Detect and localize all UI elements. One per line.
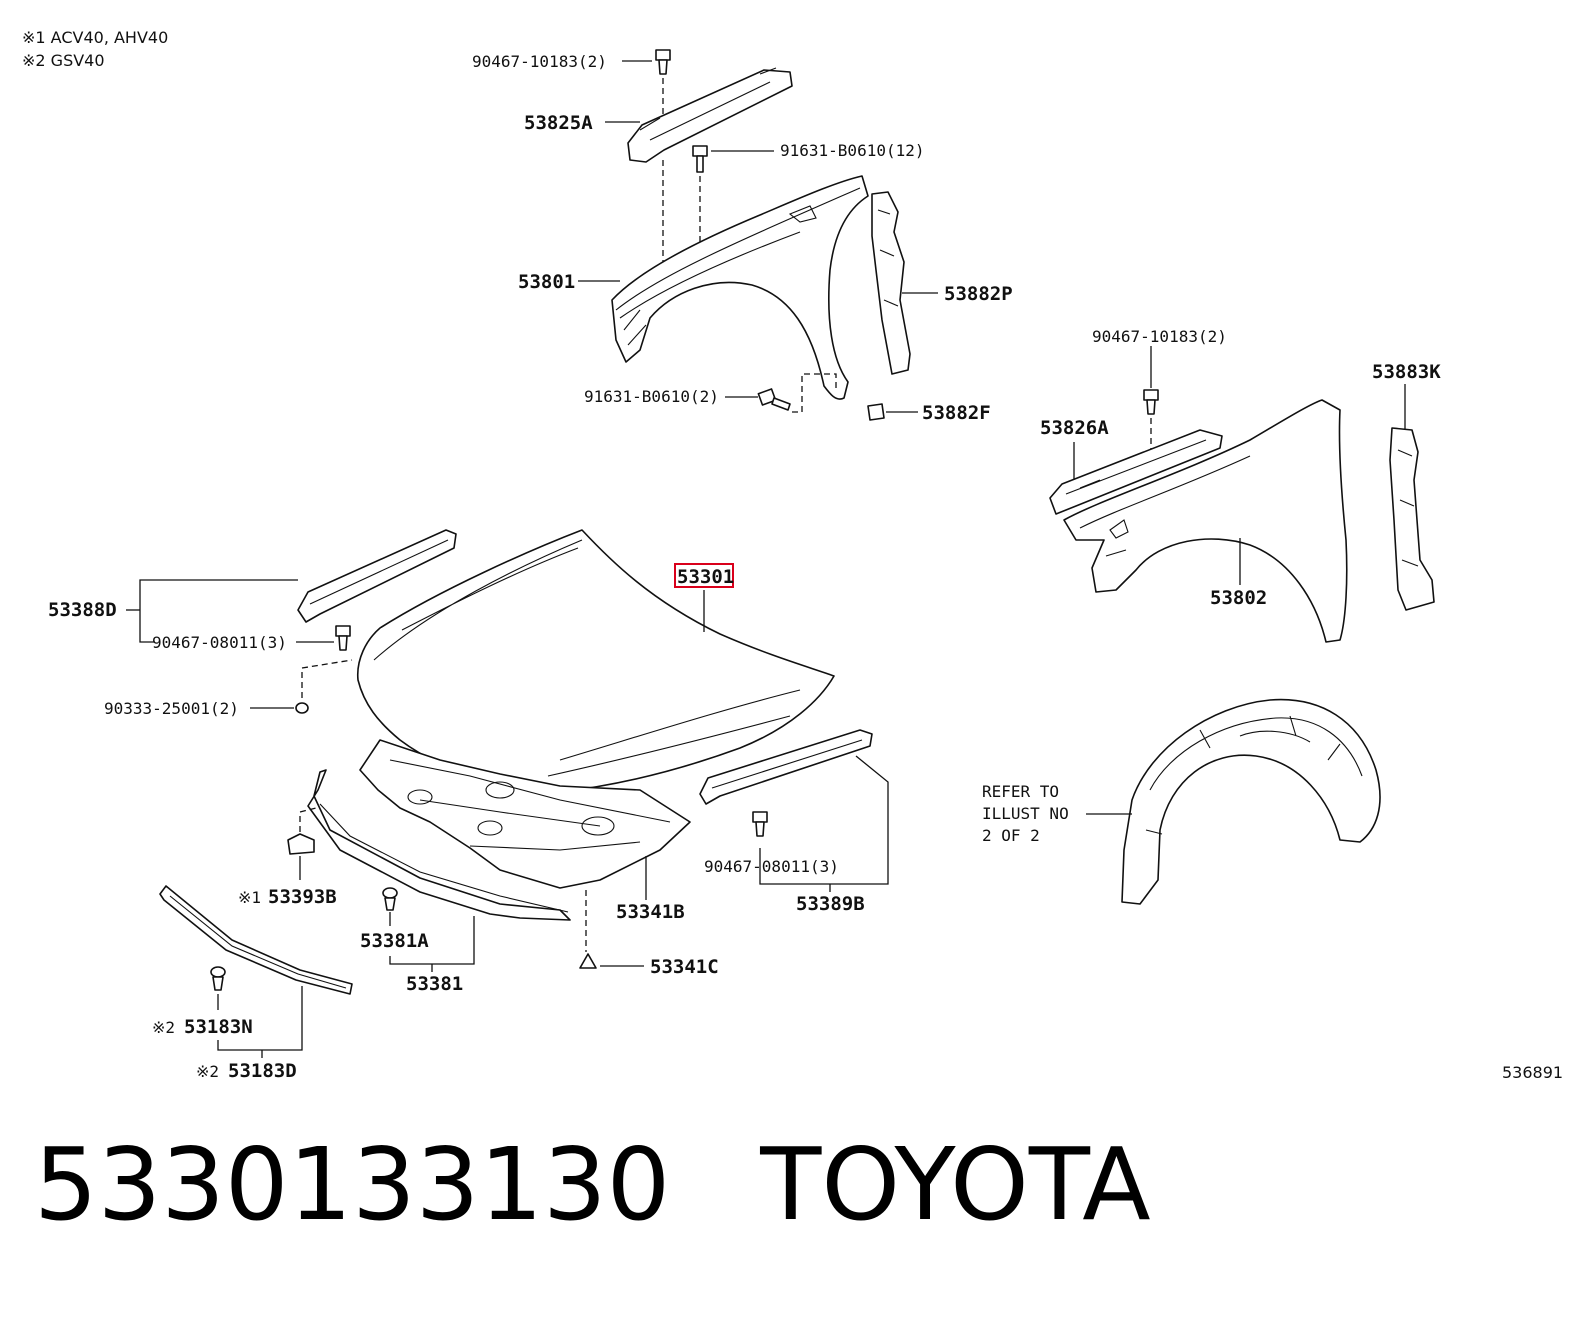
part-fender-liner bbox=[1121, 698, 1381, 905]
label-refer-line-1: REFER TO bbox=[982, 782, 1059, 801]
part-53801-fender-rh bbox=[611, 175, 869, 400]
label-refer-line-2: ILLUST NO bbox=[982, 804, 1069, 823]
label-90467-08011-mid: 90467-08011(3) bbox=[704, 857, 839, 876]
bolt-part-top bbox=[692, 145, 708, 173]
part-53882P-seal bbox=[871, 191, 911, 375]
label-53183N: 53183N bbox=[184, 1016, 253, 1038]
label-53393B: 53393B bbox=[268, 886, 337, 908]
label-91631-B0610-12: 91631-B0610(12) bbox=[780, 141, 925, 160]
label-mark2b: ※2 bbox=[196, 1062, 219, 1081]
label-refer-line-3: 2 OF 2 bbox=[982, 826, 1040, 845]
label-53882F: 53882F bbox=[922, 402, 991, 424]
label-53388D: 53388D bbox=[48, 599, 117, 621]
note-model-1: ※1 ACV40, AHV40 bbox=[22, 28, 168, 47]
part-53883K-seal bbox=[1389, 427, 1435, 611]
label-53183D: 53183D bbox=[228, 1060, 297, 1082]
label-90467-08011-left: 90467-08011(3) bbox=[152, 633, 287, 652]
bolt-part-lower bbox=[757, 388, 791, 411]
leader-53183D bbox=[217, 986, 303, 1051]
label-mark1: ※1 bbox=[238, 888, 261, 907]
label-53825A: 53825A bbox=[524, 112, 593, 134]
clip-part-53381A bbox=[382, 887, 398, 911]
label-53826A: 53826A bbox=[1040, 417, 1109, 439]
highlight-53301 bbox=[674, 563, 734, 588]
clip-part-53183N bbox=[210, 966, 226, 991]
leader-53388D bbox=[139, 579, 298, 643]
label-53801: 53801 bbox=[518, 271, 575, 293]
label-53389B: 53389B bbox=[796, 893, 865, 915]
part-53393B-bracket bbox=[287, 833, 315, 855]
label-53341C: 53341C bbox=[650, 956, 719, 978]
label-53341B: 53341B bbox=[616, 901, 685, 923]
part-53388D-seal bbox=[297, 529, 457, 623]
label-53381A: 53381A bbox=[360, 930, 429, 952]
diagram-number: 536891 bbox=[1502, 1063, 1563, 1082]
part-53183D-strip bbox=[159, 885, 353, 995]
note-model-2: ※2 GSV40 bbox=[22, 51, 105, 70]
dash-cushion bbox=[301, 659, 353, 698]
label-53883K: 53883K bbox=[1372, 361, 1441, 383]
clip-part-mid bbox=[752, 811, 768, 837]
footer-brand: TOYOTA bbox=[760, 1126, 1151, 1243]
label-90467-10183-top: 90467-10183(2) bbox=[472, 52, 607, 71]
label-53882P: 53882P bbox=[944, 283, 1013, 305]
leader-53389B bbox=[759, 755, 889, 885]
footer-part-number: 5330133130 bbox=[34, 1126, 671, 1243]
clip-part-top bbox=[655, 49, 671, 75]
part-53882F-pad bbox=[867, 403, 885, 421]
label-53802: 53802 bbox=[1210, 587, 1267, 609]
label-53381: 53381 bbox=[406, 973, 463, 995]
part-53341C-clip bbox=[579, 953, 597, 969]
label-mark2a: ※2 bbox=[152, 1018, 175, 1037]
part-53389B-seal bbox=[699, 729, 873, 805]
label-53301: 53301 bbox=[677, 566, 734, 588]
dash-53393B bbox=[299, 807, 317, 842]
part-53341B-insulator bbox=[359, 739, 691, 889]
clip-part-right bbox=[1143, 389, 1159, 415]
part-53301-hood bbox=[356, 529, 835, 793]
part-53802-fender-lh bbox=[1063, 399, 1348, 643]
part-90333-cushion bbox=[295, 702, 309, 714]
label-90333-25001: 90333-25001(2) bbox=[104, 699, 239, 718]
part-53825A-seal bbox=[627, 69, 793, 163]
label-91631-B0610-2: 91631-B0610(2) bbox=[584, 387, 719, 406]
clip-part-left bbox=[335, 625, 351, 651]
label-90467-10183-right: 90467-10183(2) bbox=[1092, 327, 1227, 346]
